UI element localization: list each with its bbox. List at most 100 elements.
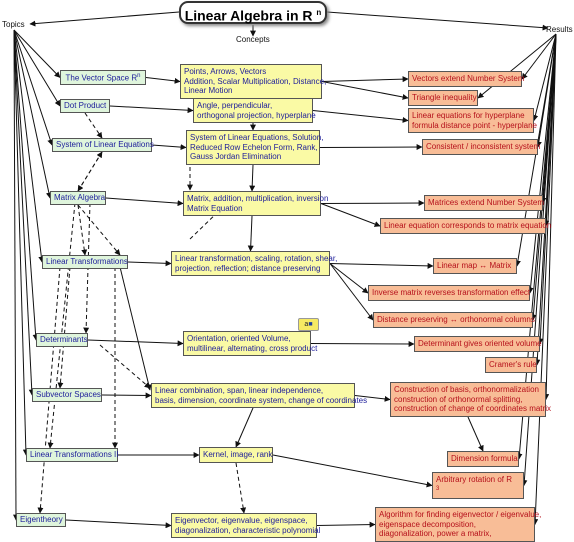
connector-arrow bbox=[119, 266, 152, 391]
topic-label: Dot Product bbox=[64, 101, 107, 110]
connector-arrow bbox=[320, 203, 381, 227]
topics-hub-arrow bbox=[13, 29, 45, 263]
connector-arrow bbox=[109, 105, 194, 114]
topic-vector-space[interactable]: The Vector Space Rn bbox=[60, 70, 146, 86]
connector-arrow bbox=[320, 200, 425, 207]
result-line: Dimension formula bbox=[451, 454, 518, 463]
connector-arrow bbox=[101, 392, 152, 399]
result-cramers-rule: Cramer's rule bbox=[485, 357, 537, 373]
result-linear-map-matrix: Linear map ↔ Matrix bbox=[433, 258, 517, 274]
topic-system-of-linear-equations[interactable]: System of Linear Equations bbox=[52, 138, 154, 152]
result-line: Triangle inequality bbox=[412, 93, 477, 102]
connector-arrow bbox=[272, 454, 433, 488]
topic-subvector-spaces[interactable]: Subvector Spaces bbox=[32, 388, 102, 402]
connector-arrow bbox=[329, 262, 434, 269]
connector-arrow bbox=[310, 340, 415, 347]
connector-arrow bbox=[77, 204, 121, 256]
connector-arrow bbox=[354, 395, 391, 402]
concept-line: Points, Arrows, Vectors bbox=[184, 67, 267, 76]
result-line: Construction of basis, orthonormalizatio… bbox=[394, 385, 539, 394]
topic-label: Linear Transformations bbox=[46, 257, 128, 266]
result-construction-of-basis: Construction of basis, orthonormalizatio… bbox=[390, 382, 551, 417]
result-line: Arbitrary rotation of R bbox=[436, 475, 513, 484]
topic-dot-product[interactable]: Dot Product bbox=[60, 99, 110, 113]
results-hub-arrow bbox=[532, 33, 557, 122]
concept-line: Orientation, oriented Volume, bbox=[187, 334, 291, 343]
topic-label: The Vector Space R bbox=[65, 73, 138, 83]
topics-label: Topics bbox=[2, 20, 25, 29]
topic-label: Linear Transformations II bbox=[30, 450, 119, 459]
concepts-label: Concepts bbox=[236, 35, 270, 44]
topic-linear-transformations-ii[interactable]: Linear Transformations II bbox=[26, 448, 118, 462]
connector-arrow bbox=[99, 344, 151, 389]
topic-label: Determinants bbox=[40, 335, 88, 344]
connector-arrow bbox=[77, 204, 88, 256]
connector-arrow bbox=[235, 462, 247, 514]
title-text: Linear Algebra in R bbox=[184, 7, 313, 24]
result-matrices-extend-number-system: Matrices extend Number System bbox=[424, 195, 544, 211]
result-line: Determinant gives oriented volume bbox=[418, 339, 542, 348]
topic-eigentheory[interactable]: Eigentheory bbox=[16, 513, 66, 527]
concept-line: System of Linear Equations, Solution, bbox=[190, 133, 324, 142]
connector-arrow bbox=[57, 266, 71, 389]
concept-line: Kernel, image, rank bbox=[203, 450, 273, 459]
concept-line: multilinear, alternating, cross product bbox=[187, 343, 318, 353]
concept-matrix-algebra: Matrix, addition, multiplication, invers… bbox=[183, 191, 329, 216]
topic-linear-transformations[interactable]: Linear Transformations bbox=[42, 255, 128, 269]
concept-line: diagonalization, characteristic polynomi… bbox=[175, 525, 321, 535]
result-line: Inverse matrix reverses transformation e… bbox=[372, 288, 531, 297]
topic-label: Subvector Spaces bbox=[36, 390, 101, 399]
connector-arrow bbox=[312, 110, 409, 123]
concept-line: Addition, Scalar Multiplication, Distanc… bbox=[184, 76, 327, 86]
map-title: Linear Algebra in R n bbox=[179, 1, 327, 24]
connector-arrow bbox=[249, 164, 256, 192]
connector-arrow bbox=[127, 260, 172, 267]
topics-hub-arrow bbox=[13, 29, 61, 78]
result-dimension-formula: Dimension formula bbox=[447, 451, 519, 467]
result-triangle-inequality: Triangle inequality bbox=[408, 90, 478, 106]
topic-label: Matrix Algebra bbox=[54, 193, 106, 202]
topic-label: System of Linear Equations bbox=[56, 140, 154, 149]
result-eigen-algorithm: Algorithm for finding eigenvector / eige… bbox=[375, 507, 542, 542]
connector-arrow bbox=[77, 151, 103, 192]
topics-hub-arrow bbox=[12, 29, 19, 521]
connector-arrow bbox=[319, 144, 423, 151]
result-line: Cramer's rule bbox=[489, 360, 537, 369]
topics-hub-arrow bbox=[13, 29, 61, 107]
connector-arrow bbox=[37, 266, 61, 514]
result-linear-equation-matrix-equation: Linear equation corresponds to matrix eq… bbox=[380, 218, 552, 234]
results-hub-arrow bbox=[477, 33, 557, 99]
results-hub-arrow bbox=[521, 33, 557, 80]
result-line: Consistent / inconsistent system bbox=[426, 142, 541, 151]
concept-linear-transformations: Linear transformation, scaling, rotation… bbox=[171, 251, 337, 276]
concept-line: Eigenvector, eigenvalue, eigenspace, bbox=[175, 516, 308, 525]
result-vectors-extend-number-system: Vectors extend Number System bbox=[408, 71, 525, 87]
topics-hub-arrow bbox=[13, 29, 39, 341]
topics-hub-arrow bbox=[13, 29, 52, 199]
connector-arrow bbox=[84, 112, 103, 139]
concept-kernel-image-rank: Kernel, image, rank bbox=[199, 447, 273, 463]
concept-linear-equations: System of Linear Equations, Solution, Re… bbox=[186, 130, 324, 165]
connector-arrow bbox=[467, 416, 484, 452]
concept-line: basis, dimension, coordinate system, cha… bbox=[155, 395, 368, 405]
results-hub-arrow bbox=[532, 33, 557, 526]
concept-line: Angle, perpendicular, bbox=[197, 101, 273, 110]
result-line: Linear equation corresponds to matrix eq… bbox=[384, 221, 552, 230]
connector-arrow bbox=[316, 521, 376, 528]
results-hub-arrow bbox=[527, 33, 557, 294]
result-line: Algorithm for finding eigenvector / eige… bbox=[379, 510, 542, 519]
concept-vector-space: Points, Arrows, Vectors Addition, Scalar… bbox=[180, 64, 327, 99]
concept-line: Matrix, addition, multiplication, invers… bbox=[187, 194, 329, 203]
result-hyperplane-equations: Linear equations for hyperplane formula … bbox=[408, 108, 537, 133]
connector-arrow bbox=[329, 263, 369, 294]
icon-letter: a bbox=[304, 321, 309, 328]
connector-arrow bbox=[145, 77, 181, 84]
topic-matrix-algebra[interactable]: Matrix Algebra bbox=[50, 191, 106, 205]
topic-superscript: n bbox=[137, 73, 141, 79]
topic-determinants[interactable]: Determinants bbox=[36, 333, 88, 347]
concept-line: Linear Motion bbox=[184, 86, 233, 95]
topic-label: Eigentheory bbox=[20, 515, 63, 524]
attachment-icon[interactable]: a■ bbox=[298, 318, 319, 331]
